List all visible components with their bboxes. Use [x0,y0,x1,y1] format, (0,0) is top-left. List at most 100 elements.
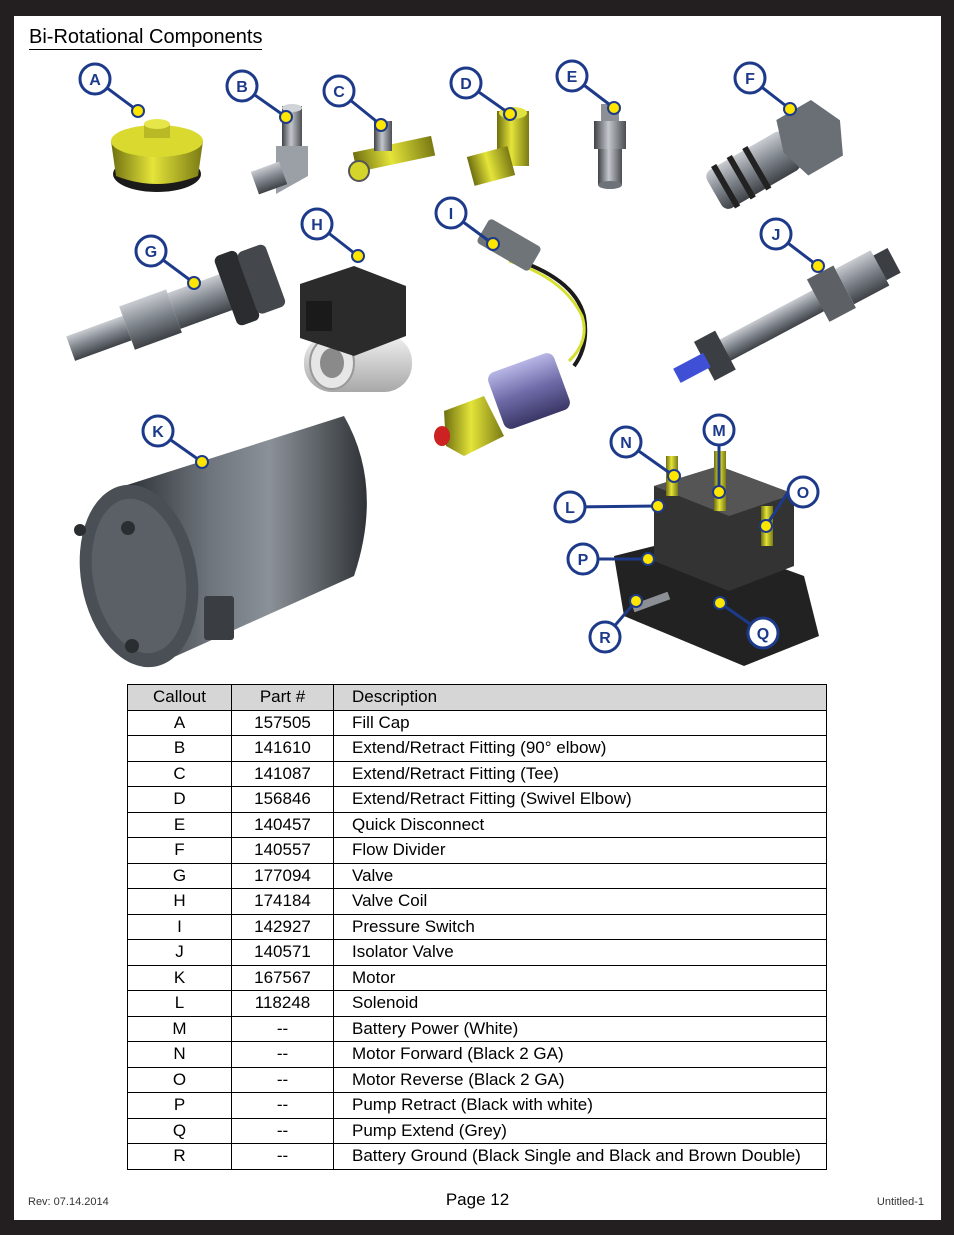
part-number-cell: 140571 [231,939,334,966]
part-number-cell: -- [231,1015,334,1042]
part-number-cell: 118248 [231,990,334,1017]
callout-h: H [300,207,334,241]
description-cell: Battery Power (White) [333,1015,827,1042]
svg-text:K: K [152,424,164,441]
callout-j: J [759,217,793,251]
callout-cell: R [127,1143,232,1170]
callout-cell: C [127,760,232,787]
table-header-row: Callout Part # Description [127,684,827,711]
components-illustration: A B C D E F G H I J K L M N O P Q R [66,59,901,668]
part-number-cell: 177094 [231,862,334,889]
description-cell: Extend/Retract Fitting (Swivel Elbow) [333,786,827,813]
revision-date: Rev: 07.14.2014 [28,1196,109,1208]
callout-i: I [434,196,468,230]
pressure-switch-illustration [434,219,588,456]
callout-cell: H [127,888,232,915]
table-row: Q--Pump Extend (Grey) [127,1117,827,1144]
callout-cell: B [127,735,232,762]
file-name: Untitled-1 [876,1196,924,1208]
part-number-cell: 157505 [231,709,334,736]
callout-c: C [322,74,356,108]
part-number-cell: 141087 [231,760,334,787]
page-title: Bi-Rotational Components [29,26,263,50]
callout-cell: K [127,964,232,991]
part-number-cell: -- [231,1092,334,1119]
part-number-cell: 142927 [231,913,334,940]
callout-cell: D [127,786,232,813]
part-number-cell: 140457 [231,811,334,838]
part-number-cell: -- [231,1041,334,1068]
elbow-fitting-illustration [250,104,308,195]
svg-text:M: M [712,423,725,440]
svg-text:N: N [620,435,632,452]
part-number-cell: 141610 [231,735,334,762]
description-cell: Solenoid [333,990,827,1017]
callout-e: E [555,59,589,93]
svg-text:B: B [236,79,248,96]
svg-text:R: R [599,630,611,647]
svg-text:E: E [567,69,578,86]
svg-text:A: A [89,72,101,89]
svg-text:J: J [772,227,781,244]
callout-cell: I [127,913,232,940]
swivel-elbow-illustration [466,107,529,186]
callout-q: Q [746,616,780,650]
svg-text:L: L [565,500,575,517]
callout-k: K [141,414,175,448]
description-cell: Pump Retract (Black with white) [333,1092,827,1119]
callout-cell: M [127,1015,232,1042]
table-row: P--Pump Retract (Black with white) [127,1092,827,1119]
flow-divider-illustration [706,100,843,209]
table-row: M--Battery Power (White) [127,1015,827,1042]
fill-cap-illustration [111,119,203,192]
part-number-cell: 140557 [231,837,334,864]
callout-f: F [733,61,767,95]
document-page: Bi-Rotational Components [14,16,941,1220]
part-number-cell: 156846 [231,786,334,813]
part-number-cell: -- [231,1066,334,1093]
valve-coil-illustration [300,266,412,392]
part-number-cell: -- [231,1143,334,1170]
description-cell: Motor [333,964,827,991]
callout-p: P [566,542,600,576]
callout-g: G [134,234,168,268]
callout-dots [131,101,825,610]
callout-cell: P [127,1092,232,1119]
callout-d: D [449,66,483,100]
table-row: R--Battery Ground (Black Single and Blac… [127,1143,827,1170]
callout-cell: O [127,1066,232,1093]
valve-illustration [66,244,286,361]
svg-text:P: P [578,552,589,569]
svg-text:D: D [460,76,472,93]
description-cell: Isolator Valve [333,939,827,966]
callout-cell: A [127,709,232,736]
callout-m: M [702,413,736,447]
table-row: O--Motor Reverse (Black 2 GA) [127,1066,827,1093]
description-cell: Flow Divider [333,837,827,864]
svg-text:G: G [145,244,157,261]
callout-cell: Q [127,1117,232,1144]
part-number-cell: -- [231,1117,334,1144]
header-description: Description [333,684,827,711]
callout-r: R [588,620,622,654]
description-cell: Battery Ground (Black Single and Black a… [333,1143,827,1170]
callout-cell: J [127,939,232,966]
callout-badges: A B C D E F G H I J K L M N O P Q R [78,59,820,654]
callout-cell: N [127,1041,232,1068]
description-cell: Valve [333,862,827,889]
description-cell: Motor Forward (Black 2 GA) [333,1041,827,1068]
description-cell: Motor Reverse (Black 2 GA) [333,1066,827,1093]
description-cell: Quick Disconnect [333,811,827,838]
page-number: Page 12 [445,1190,510,1209]
tee-fitting-illustration [348,121,436,182]
